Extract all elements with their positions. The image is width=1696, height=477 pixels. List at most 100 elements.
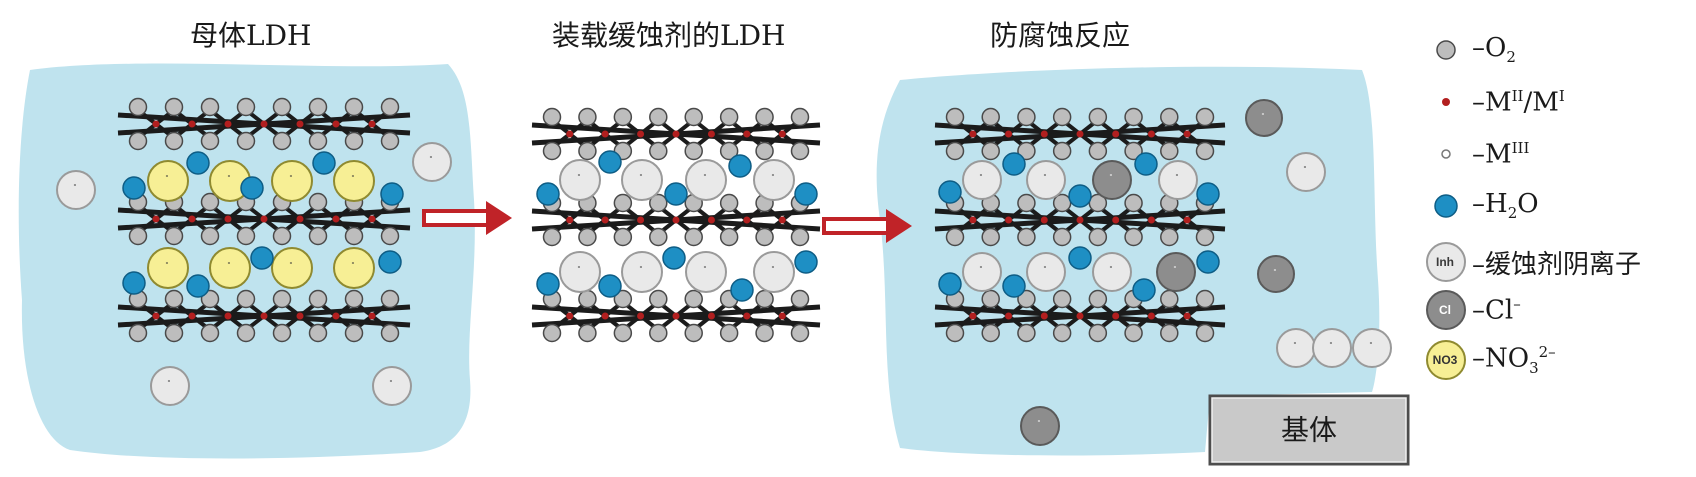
oxygen-node bbox=[719, 323, 739, 343]
inhibitor-anion-label: - bbox=[640, 170, 643, 179]
inhibitor-anion-charge: - bbox=[1294, 338, 1297, 347]
oxygen-node bbox=[272, 97, 292, 117]
inhibitor-anion-label: - bbox=[1110, 262, 1113, 271]
inhibitor-anion: - bbox=[150, 366, 190, 406]
inhibitor-anion-charge: - bbox=[390, 376, 393, 385]
oxygen-node bbox=[981, 289, 1000, 309]
inhibitor-anion-charge: - bbox=[74, 180, 77, 189]
metal-node bbox=[224, 312, 232, 320]
inhibitor-anion-body bbox=[1092, 252, 1132, 292]
divalent-metal-dot-icon bbox=[1442, 98, 1450, 106]
oxygen-node bbox=[272, 289, 292, 309]
svg-text:NO3: NO3 bbox=[1433, 353, 1458, 367]
oxygen-node bbox=[613, 193, 633, 213]
nitrate-ion-charge: - bbox=[166, 258, 169, 267]
oxygen-node bbox=[308, 192, 328, 212]
nitrate-ion-body bbox=[333, 247, 375, 289]
legend-label: –O2 bbox=[1472, 33, 1516, 67]
metal-node bbox=[1147, 130, 1155, 138]
water-molecule bbox=[380, 182, 404, 206]
legend-label: –Cl– bbox=[1472, 294, 1521, 326]
chloride-ion: - bbox=[1257, 255, 1295, 293]
nitrate-ion: - bbox=[271, 160, 313, 202]
oxygen-node bbox=[542, 227, 562, 247]
oxygen-node bbox=[684, 227, 703, 247]
oxygen-node bbox=[1088, 227, 1108, 247]
inhibitor-anion-charge: - bbox=[1330, 338, 1333, 347]
inhibitor-anion-body bbox=[559, 251, 601, 293]
oxygen-node bbox=[945, 323, 965, 343]
inhibitor-anion-charge: - bbox=[430, 152, 433, 161]
oxygen-node bbox=[945, 107, 965, 127]
oxygen-node bbox=[1088, 289, 1108, 309]
water-molecule-icon bbox=[1434, 194, 1458, 218]
water-molecule bbox=[378, 250, 402, 274]
metal-node bbox=[1076, 312, 1084, 320]
legend-label: –NO32– bbox=[1472, 343, 1556, 377]
inhibitor-anion-body bbox=[685, 159, 727, 201]
metal-node bbox=[1005, 216, 1013, 224]
water-molecule bbox=[536, 182, 560, 206]
nitrate-ion-body bbox=[147, 160, 189, 202]
nitrate-ion-label: - bbox=[290, 258, 293, 267]
oxygen-node bbox=[164, 131, 184, 151]
inhibitor-anion-label: - bbox=[980, 262, 983, 271]
inhibitor-anion-body bbox=[559, 159, 601, 201]
inhibitor-anion-label: - bbox=[704, 262, 707, 271]
oxygen-node bbox=[684, 107, 703, 127]
oxygen-node bbox=[1052, 107, 1072, 127]
oxygen-node bbox=[981, 141, 1000, 161]
inhibitor-anion: - bbox=[685, 251, 727, 293]
chloride-ion-body bbox=[1092, 160, 1132, 200]
metal-node bbox=[707, 130, 715, 138]
oxygen-node bbox=[1124, 227, 1143, 247]
oxygen-node bbox=[542, 323, 562, 343]
inhibitor-anion: - bbox=[56, 170, 96, 210]
inhibitor-anion-body bbox=[1286, 152, 1326, 192]
water-molecule bbox=[122, 176, 146, 200]
inhibitor-anion: - bbox=[1026, 252, 1066, 292]
inhibitor-anion-label: - bbox=[1044, 170, 1047, 179]
ldh-layer-parent-2 bbox=[117, 192, 411, 246]
oxygen-node bbox=[542, 141, 562, 161]
oxygen-node bbox=[1052, 227, 1072, 247]
inhibitor-anion-body bbox=[621, 251, 663, 293]
water-molecule bbox=[312, 151, 336, 175]
metal-node bbox=[1183, 216, 1191, 224]
arrow-shaft bbox=[422, 209, 492, 227]
inhibitor-anion-body bbox=[962, 252, 1002, 292]
nitrate-ion-icon: NO3 bbox=[1426, 340, 1466, 380]
nitrate-ion-label: - bbox=[166, 258, 169, 267]
chloride-ion: - bbox=[1156, 252, 1196, 292]
inhibitor-anion-icon: Inh bbox=[1426, 242, 1466, 282]
chloride-ion: - bbox=[1245, 99, 1283, 137]
water-molecule bbox=[1068, 246, 1092, 270]
metal-node bbox=[1076, 130, 1084, 138]
inhibitor-anion-body bbox=[1026, 252, 1066, 292]
nitrate-ion: - bbox=[333, 160, 375, 202]
metal-node bbox=[601, 312, 609, 320]
oxygen-node bbox=[380, 323, 400, 343]
inhibitor-anion-charge: - bbox=[1304, 162, 1307, 171]
metal-node bbox=[260, 120, 268, 128]
metal-node bbox=[296, 120, 304, 128]
metal-node bbox=[566, 130, 574, 138]
inhibitor-anion-label: - bbox=[168, 376, 171, 385]
oxygen-node bbox=[1195, 323, 1215, 343]
chloride-ion-charge: - bbox=[1274, 265, 1277, 274]
inhibitor-anion-charge: - bbox=[578, 170, 581, 179]
oxygen-node bbox=[200, 323, 220, 343]
metal-node bbox=[1112, 130, 1120, 138]
ldh-layer-loaded-1 bbox=[531, 107, 821, 161]
oxygen-node bbox=[719, 107, 739, 127]
water-molecule bbox=[122, 271, 146, 295]
metal-node bbox=[188, 215, 196, 223]
chloride-ion-body bbox=[1245, 99, 1283, 137]
metal-node bbox=[332, 120, 340, 128]
oxygen-node bbox=[1160, 323, 1179, 343]
trivalent-metal-dot-icon bbox=[1441, 149, 1451, 159]
oxygen-node bbox=[790, 227, 810, 247]
inhibitor-anion: - bbox=[1026, 160, 1066, 200]
oxygen-node bbox=[380, 289, 400, 309]
